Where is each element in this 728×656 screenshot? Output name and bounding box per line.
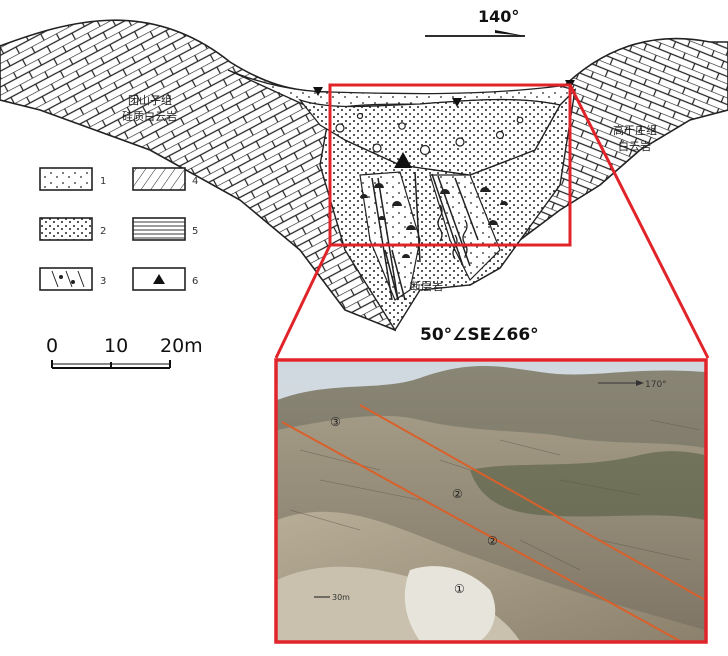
photo-zone-label-3: ③ bbox=[330, 415, 341, 429]
photo-fault-line-lower bbox=[281, 421, 681, 641]
breccia-clasts bbox=[360, 183, 508, 258]
legend-swatch-1 bbox=[39, 167, 93, 191]
legend-num-1: 1 bbox=[100, 176, 106, 187]
fault-rock-label: 断层岩 bbox=[410, 279, 443, 293]
legend-num-3: 3 bbox=[100, 276, 106, 287]
photo-scale-label: 30m bbox=[332, 593, 350, 602]
scale-tick-20m: 20m bbox=[160, 335, 203, 357]
right-formation-name: 高于庄组 bbox=[613, 123, 657, 137]
right-formation-rock: 白云岩 bbox=[618, 139, 651, 153]
left-formation-rock: 硅质白云岩 bbox=[122, 109, 177, 123]
legend-swatch-2 bbox=[39, 217, 93, 241]
legend-swatch-4 bbox=[132, 167, 186, 191]
field-photo bbox=[277, 362, 705, 641]
connector-line-left bbox=[274, 244, 332, 359]
legend: 1 2 3 4 5 6 bbox=[39, 167, 198, 291]
fault-roots bbox=[384, 249, 406, 301]
attitude-label: 50°∠SE∠66° bbox=[420, 325, 539, 345]
legend-breccia-fill bbox=[51, 270, 85, 288]
legend-num-4: 4 bbox=[192, 176, 198, 187]
legend-triangle-icon bbox=[153, 274, 165, 284]
breccia-lens-left bbox=[359, 171, 421, 301]
scale-bar bbox=[51, 360, 171, 369]
photo-zone-label-2b: ② bbox=[487, 534, 498, 548]
direction-arrow bbox=[425, 30, 525, 37]
colluvium-pebble-layer bbox=[298, 98, 561, 176]
wavy-veins bbox=[437, 204, 468, 260]
photo-zone-label-1: ① bbox=[454, 582, 465, 596]
photo-direction-label: 170° bbox=[645, 380, 667, 390]
pebbles bbox=[335, 112, 524, 156]
legend-num-6: 6 bbox=[192, 276, 198, 287]
direction-label: 140° bbox=[478, 7, 519, 26]
highlight-box bbox=[328, 83, 572, 247]
sample-triangle-marks bbox=[313, 80, 575, 168]
scale-tick-10: 10 bbox=[104, 335, 128, 357]
photo-zone-label-2a: ② bbox=[452, 487, 463, 501]
fault-strands bbox=[371, 171, 479, 301]
scale-tick-0: 0 bbox=[46, 335, 58, 357]
photo-frame bbox=[274, 358, 708, 644]
photo-fault-line-upper bbox=[359, 404, 705, 601]
legend-swatch-5 bbox=[132, 217, 186, 241]
connector-line-right bbox=[568, 84, 710, 359]
legend-num-2: 2 bbox=[100, 226, 106, 237]
legend-num-5: 5 bbox=[192, 226, 198, 237]
left-formation-name: 团山子组 bbox=[128, 93, 172, 107]
